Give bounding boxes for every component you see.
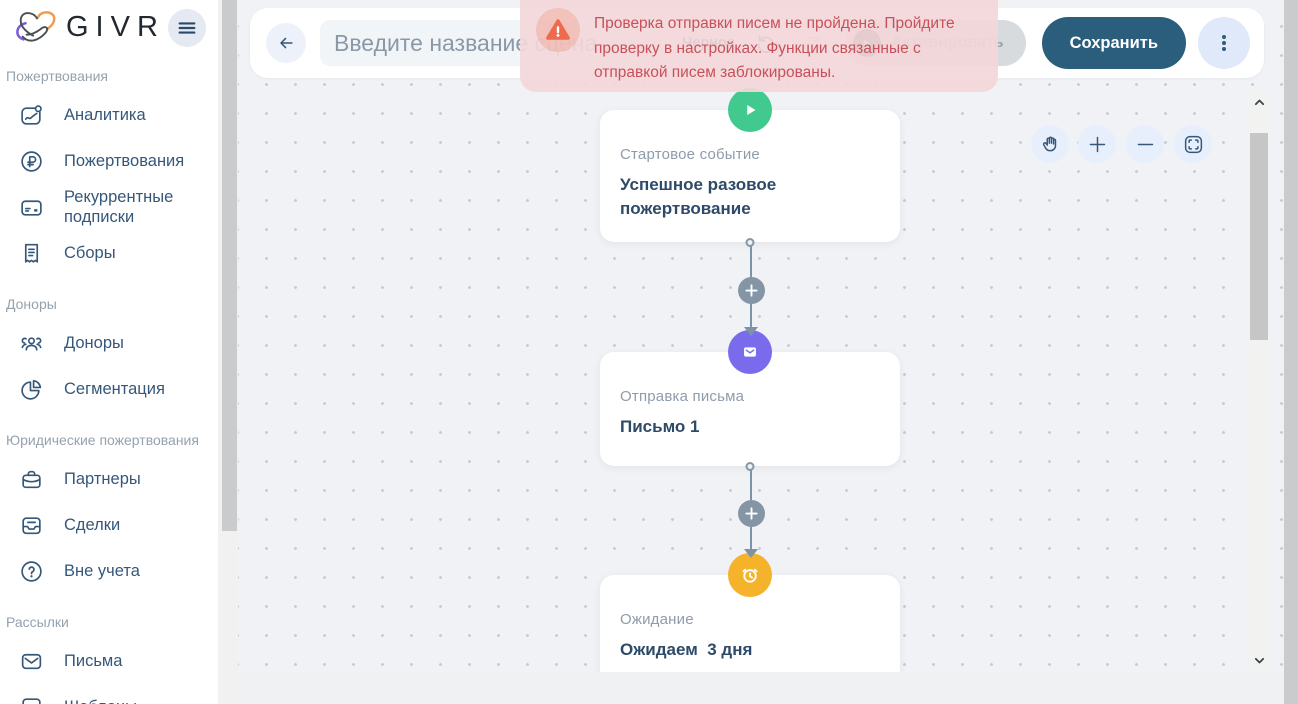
sidebar-item-inbox[interactable]: Сделки: [0, 502, 218, 548]
sidebar-item-pie[interactable]: Сегментация: [0, 366, 218, 412]
node-title: Письмо 1: [620, 417, 700, 436]
sidebar-section-header: Рассылки: [6, 614, 69, 630]
scroll-up-button[interactable]: [1250, 92, 1268, 112]
sidebar-item-label: Сделки: [64, 516, 121, 534]
ruble-icon: [18, 148, 44, 174]
pan-tool-button[interactable]: [1031, 125, 1069, 163]
analytics-icon: [18, 102, 44, 128]
briefcase-icon: [18, 466, 44, 492]
sidebar-item-label: Сегментация: [64, 380, 165, 398]
sidebar-scrollbar-thumb[interactable]: [222, 0, 237, 531]
sidebar-section-header: Доноры: [6, 296, 57, 312]
sidebar-item-question[interactable]: Вне учета: [0, 548, 218, 594]
sidebar-scrollbar-track[interactable]: [222, 0, 237, 704]
logo-text: GIVR: [66, 11, 165, 43]
card-icon: [18, 194, 44, 220]
sidebar-item-label: Аналитика: [64, 106, 146, 124]
connector-arrowhead: [744, 549, 758, 558]
hamburger-icon: [178, 21, 196, 34]
clock-icon: [728, 553, 772, 597]
connector-arrowhead: [744, 327, 758, 336]
scenario-canvas[interactable]: Черное Активировать Сохранить: [238, 0, 1284, 672]
menu-toggle-button[interactable]: [168, 8, 206, 47]
mail-icon: [18, 648, 44, 674]
fit-view-button[interactable]: [1174, 125, 1212, 163]
sidebar-item-briefcase[interactable]: Партнеры: [0, 456, 218, 502]
add-step-button[interactable]: [738, 277, 765, 304]
node-title: Ожидаем 3 дня: [620, 640, 753, 659]
app-logo: GIVR: [12, 7, 165, 49]
zoom-in-button[interactable]: [1078, 125, 1116, 163]
error-notification: Проверка отправки писем не пройдена. Про…: [520, 0, 998, 92]
chevron-down-icon: [1254, 657, 1264, 663]
scroll-down-button[interactable]: [1250, 650, 1268, 670]
sidebar-item-template[interactable]: Шаблоны: [0, 684, 218, 704]
more-options-button[interactable]: [1198, 17, 1250, 69]
sidebar-item-card[interactable]: Рекуррентные подписки: [0, 184, 218, 230]
zoom-out-button[interactable]: [1126, 125, 1164, 163]
sidebar-section-header: Юридические пожертвования: [6, 432, 199, 448]
users-icon: [18, 330, 44, 356]
canvas-scrollbar-thumb[interactable]: [1250, 133, 1268, 340]
chevron-up-icon: [1254, 99, 1264, 105]
sidebar-section-header: Пожертвования: [6, 68, 108, 84]
sidebar-item-label: Пожертвования: [64, 152, 185, 170]
back-button[interactable]: [266, 23, 306, 63]
sidebar-item-label: Вне учета: [64, 562, 140, 580]
add-step-button[interactable]: [738, 500, 765, 527]
sidebar-item-label: Сборы: [64, 244, 116, 262]
node-title: Успешное разовое пожертвование: [620, 175, 781, 218]
sidebar-item-label: Рекуррентные подписки: [64, 188, 174, 226]
sidebar-item-receipt[interactable]: Сборы: [0, 230, 218, 276]
arrow-left-icon: [280, 37, 293, 49]
pie-icon: [18, 376, 44, 402]
plus-icon: [1089, 136, 1105, 152]
node-type-label: Отправка письма: [620, 388, 745, 405]
page-scrollbar[interactable]: [1284, 0, 1298, 704]
sidebar-item-mail[interactable]: Письма: [0, 638, 218, 684]
sidebar-item-analytics[interactable]: Аналитика: [0, 92, 218, 138]
givr-heart-hand-icon: [16, 10, 56, 42]
sidebar-item-label: Шаблоны: [64, 697, 137, 704]
node-type-label: Ожидание: [620, 611, 694, 628]
sidebar-item-ruble[interactable]: Пожертвования: [0, 138, 218, 184]
inbox-icon: [18, 512, 44, 538]
sidebar-item-users[interactable]: Доноры: [0, 320, 218, 366]
sidebar-item-label: Доноры: [64, 334, 124, 352]
node-type-label: Стартовое событие: [620, 146, 760, 163]
warning-icon: [536, 8, 580, 52]
minus-icon: [1137, 143, 1153, 145]
receipt-icon: [18, 240, 44, 266]
play-icon: [728, 88, 772, 132]
sidebar-item-label: Партнеры: [64, 470, 141, 488]
fit-screen-icon: [1184, 135, 1202, 153]
hand-icon: [1042, 135, 1056, 151]
kebab-menu-icon: [1222, 35, 1226, 51]
error-notification-text: Проверка отправки писем не пройдена. Про…: [594, 15, 955, 81]
question-icon: [18, 558, 44, 584]
canvas-scrollbar-track[interactable]: [1250, 88, 1268, 672]
sidebar-item-label: Письма: [64, 652, 123, 670]
mail-node-icon: [728, 330, 772, 374]
template-icon: [18, 694, 44, 704]
save-button[interactable]: Сохранить: [1041, 17, 1186, 69]
